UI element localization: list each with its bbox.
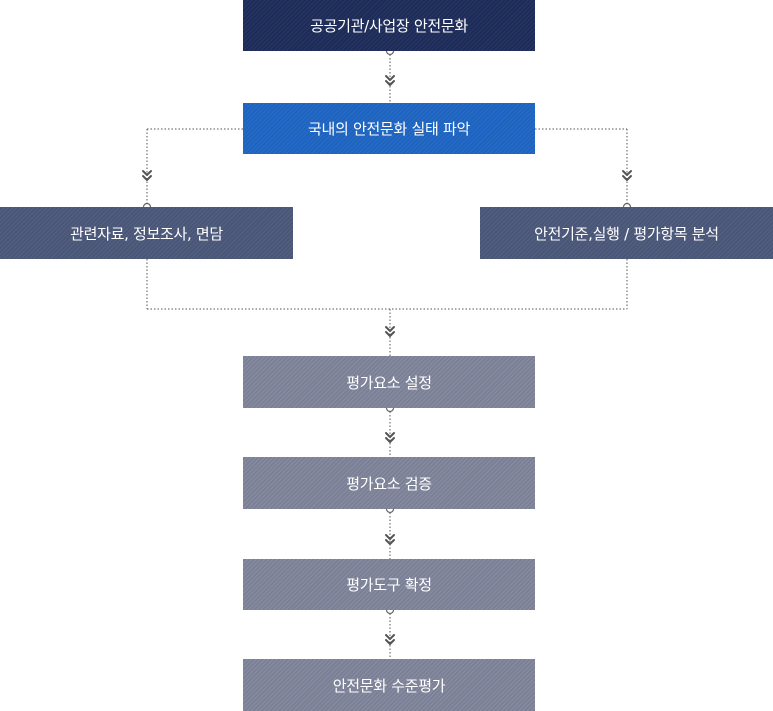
chevron-down-icon: [385, 634, 395, 640]
step-verify-elements-box: 평가요소 검증: [243, 457, 535, 509]
chevron-down-icon: [385, 539, 395, 545]
step-verify-elements-label: 평가요소 검증: [346, 474, 432, 493]
step-right-branch-box: 안전기준,실행 / 평가항목 분석: [480, 207, 773, 259]
chevron-down-icon: [142, 170, 152, 176]
chevron-down-icon: [385, 639, 395, 645]
step-finalize-tool-box: 평가도구 확정: [243, 559, 535, 610]
chevron-down-icon: [622, 170, 632, 176]
chevron-down-icon: [385, 437, 395, 443]
step-evaluation-box: 안전문화 수준평가: [243, 659, 535, 711]
chevron-down-icon: [385, 534, 395, 540]
step-right-branch-label: 안전기준,실행 / 평가항목 분석: [534, 224, 719, 243]
step-set-elements-box: 평가요소 설정: [243, 356, 535, 408]
chevron-down-icon: [385, 432, 395, 438]
step-left-branch-label: 관련자료, 정보조사, 면담: [70, 224, 223, 243]
step-set-elements-label: 평가요소 설정: [346, 373, 432, 392]
chevron-down-icon: [385, 326, 395, 332]
chevron-down-icon: [622, 175, 632, 181]
step-left-branch-box: 관련자료, 정보조사, 면담: [0, 207, 293, 259]
step-top-label: 공공기관/사업장 안전문화: [310, 17, 468, 35]
chevron-down-icon: [142, 175, 152, 181]
chevron-down-icon: [385, 331, 395, 337]
step-evaluation-label: 안전문화 수준평가: [332, 676, 446, 695]
step-finalize-tool-label: 평가도구 확정: [346, 576, 432, 594]
chevron-down-icon: [385, 75, 395, 81]
step-survey-box: 국내의 안전문화 실태 파악: [243, 103, 535, 154]
chevron-down-icon: [385, 80, 395, 86]
step-survey-label: 국내의 안전문화 실태 파악: [308, 120, 470, 138]
step-top-box: 공공기관/사업장 안전문화: [243, 0, 535, 51]
